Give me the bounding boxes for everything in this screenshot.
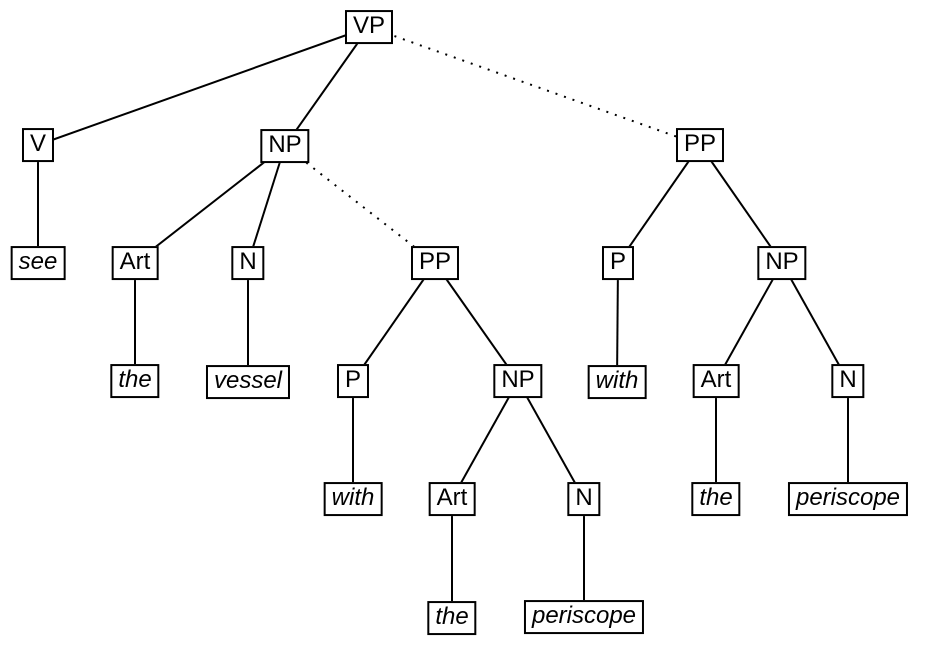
tree-edge-vp--v xyxy=(37,26,370,146)
tree-edge-pp-np--np-pp-np xyxy=(434,262,519,382)
tree-node-periscope-pp-np: periscope xyxy=(523,600,645,634)
tree-node-n-pp-vp: N xyxy=(831,364,865,398)
tree-node-np-pp-np: NP xyxy=(493,364,543,398)
tree-node-v: V xyxy=(21,128,55,162)
tree-node-with-vp: with xyxy=(587,365,647,399)
tree-edge-pp-np--p-np xyxy=(352,262,436,382)
tree-node-vp: VP xyxy=(344,10,394,44)
tree-edge-np-pp-vp--n-pp-vp xyxy=(781,262,849,382)
tree-node-vessel: vessel xyxy=(205,365,291,399)
tree-edge-np-pp-vp--art-pp-vp xyxy=(715,262,783,382)
tree-edge-pp-vp--p-vp xyxy=(617,144,701,264)
tree-node-the-pp-vp: the xyxy=(691,482,741,516)
tree-edge-np-obj--n-obj xyxy=(247,145,286,264)
tree-node-np-obj: NP xyxy=(260,129,310,163)
tree-node-n-obj: N xyxy=(231,246,265,280)
tree-node-art-pp-vp: Art xyxy=(692,364,740,398)
tree-node-np-pp-vp: NP xyxy=(757,246,807,280)
tree-node-p-vp: P xyxy=(601,246,635,280)
tree-node-pp-np: PP xyxy=(410,246,460,280)
tree-edge-pp-vp--np-pp-vp xyxy=(699,144,783,264)
tree-edge-np-pp-np--n-pp-np xyxy=(517,380,585,500)
tree-edge-vp--np-obj xyxy=(284,26,370,147)
tree-node-the-pp-np: the xyxy=(427,601,477,635)
tree-edge-p-vp--with-vp xyxy=(616,262,619,383)
tree-node-the-obj: the xyxy=(110,364,160,398)
tree-node-pp-vp: PP xyxy=(675,128,725,162)
tree-node-see: see xyxy=(10,246,66,280)
tree-edge-np-pp-np--art-pp-np xyxy=(451,380,519,500)
tree-edge-np-obj--art-obj xyxy=(134,145,286,264)
tree-node-art-pp-np: Art xyxy=(428,482,476,516)
tree-node-art-obj: Art xyxy=(111,246,159,280)
tree-node-p-np: P xyxy=(336,364,370,398)
tree-node-n-pp-np: N xyxy=(567,482,601,516)
tree-node-with-np: with xyxy=(323,482,383,516)
tree-node-periscope-pp-vp: periscope xyxy=(787,482,909,516)
